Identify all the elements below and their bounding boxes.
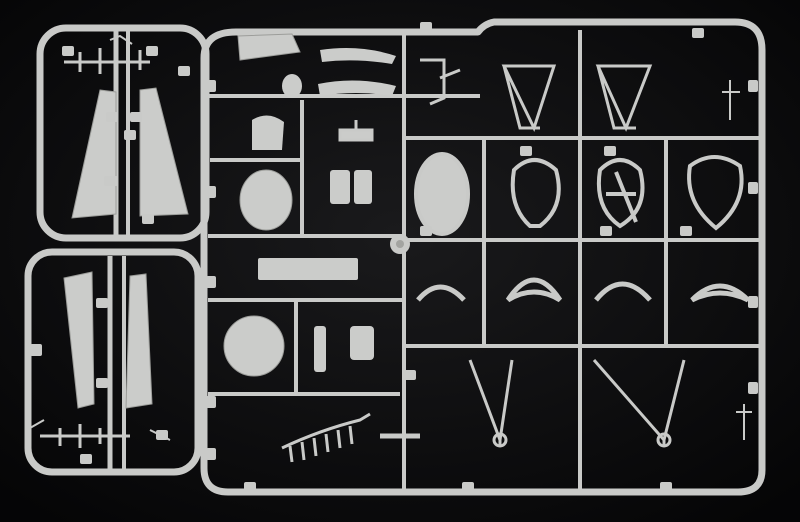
bar-part [258,258,358,280]
left-top-tabs [62,46,190,224]
oval-frame-row [414,152,744,236]
main-frame-tabs [206,22,758,492]
left-bottom-tabs [30,298,168,464]
upper-truss-parts [420,58,653,133]
cowling-part [223,315,285,377]
left-bottom-frame [24,248,202,476]
fuselage-strip-bottom [318,80,396,96]
control-part [338,120,374,142]
seat-part [252,115,284,150]
bracket-part-b [354,170,372,204]
left-top-small-parts [64,34,150,74]
wing-panel-left [71,89,117,219]
dome-part [282,74,302,98]
main-frame [200,18,766,496]
aileron-right [125,273,153,409]
wing-panel-right [139,87,189,217]
fuselage-strip-top [320,48,396,64]
strut-part [314,326,326,372]
panel-part [237,33,301,61]
lower-truss-parts [468,359,686,448]
bracket-part-a [330,170,350,204]
comb-part [281,412,420,463]
horseshoe-frame-row [416,277,750,303]
aileron-left [63,271,95,409]
upper-left-parts [223,33,396,377]
left-top-wing-parts [71,87,189,219]
main-frame-runners [208,30,760,490]
right-edge-parts [722,80,752,440]
tank-part [239,169,293,231]
left-bottom-wing-parts [63,271,153,409]
fitting-part [350,326,374,360]
